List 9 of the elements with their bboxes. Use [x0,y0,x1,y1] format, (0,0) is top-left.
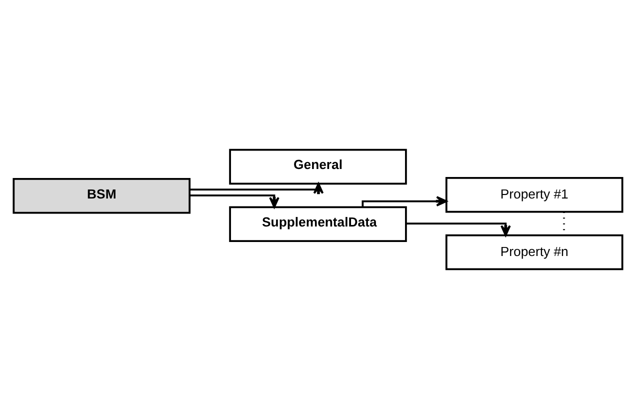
arrow [190,194,280,208]
node-box: SupplementalData [229,206,407,242]
arrow [190,182,324,194]
node-box: Property #n [445,234,624,270]
node-box: General [229,148,407,184]
node-box: Property #1 [445,176,624,212]
arrow [406,222,511,236]
node-box: BSM [12,177,191,214]
arrow [362,196,448,207]
